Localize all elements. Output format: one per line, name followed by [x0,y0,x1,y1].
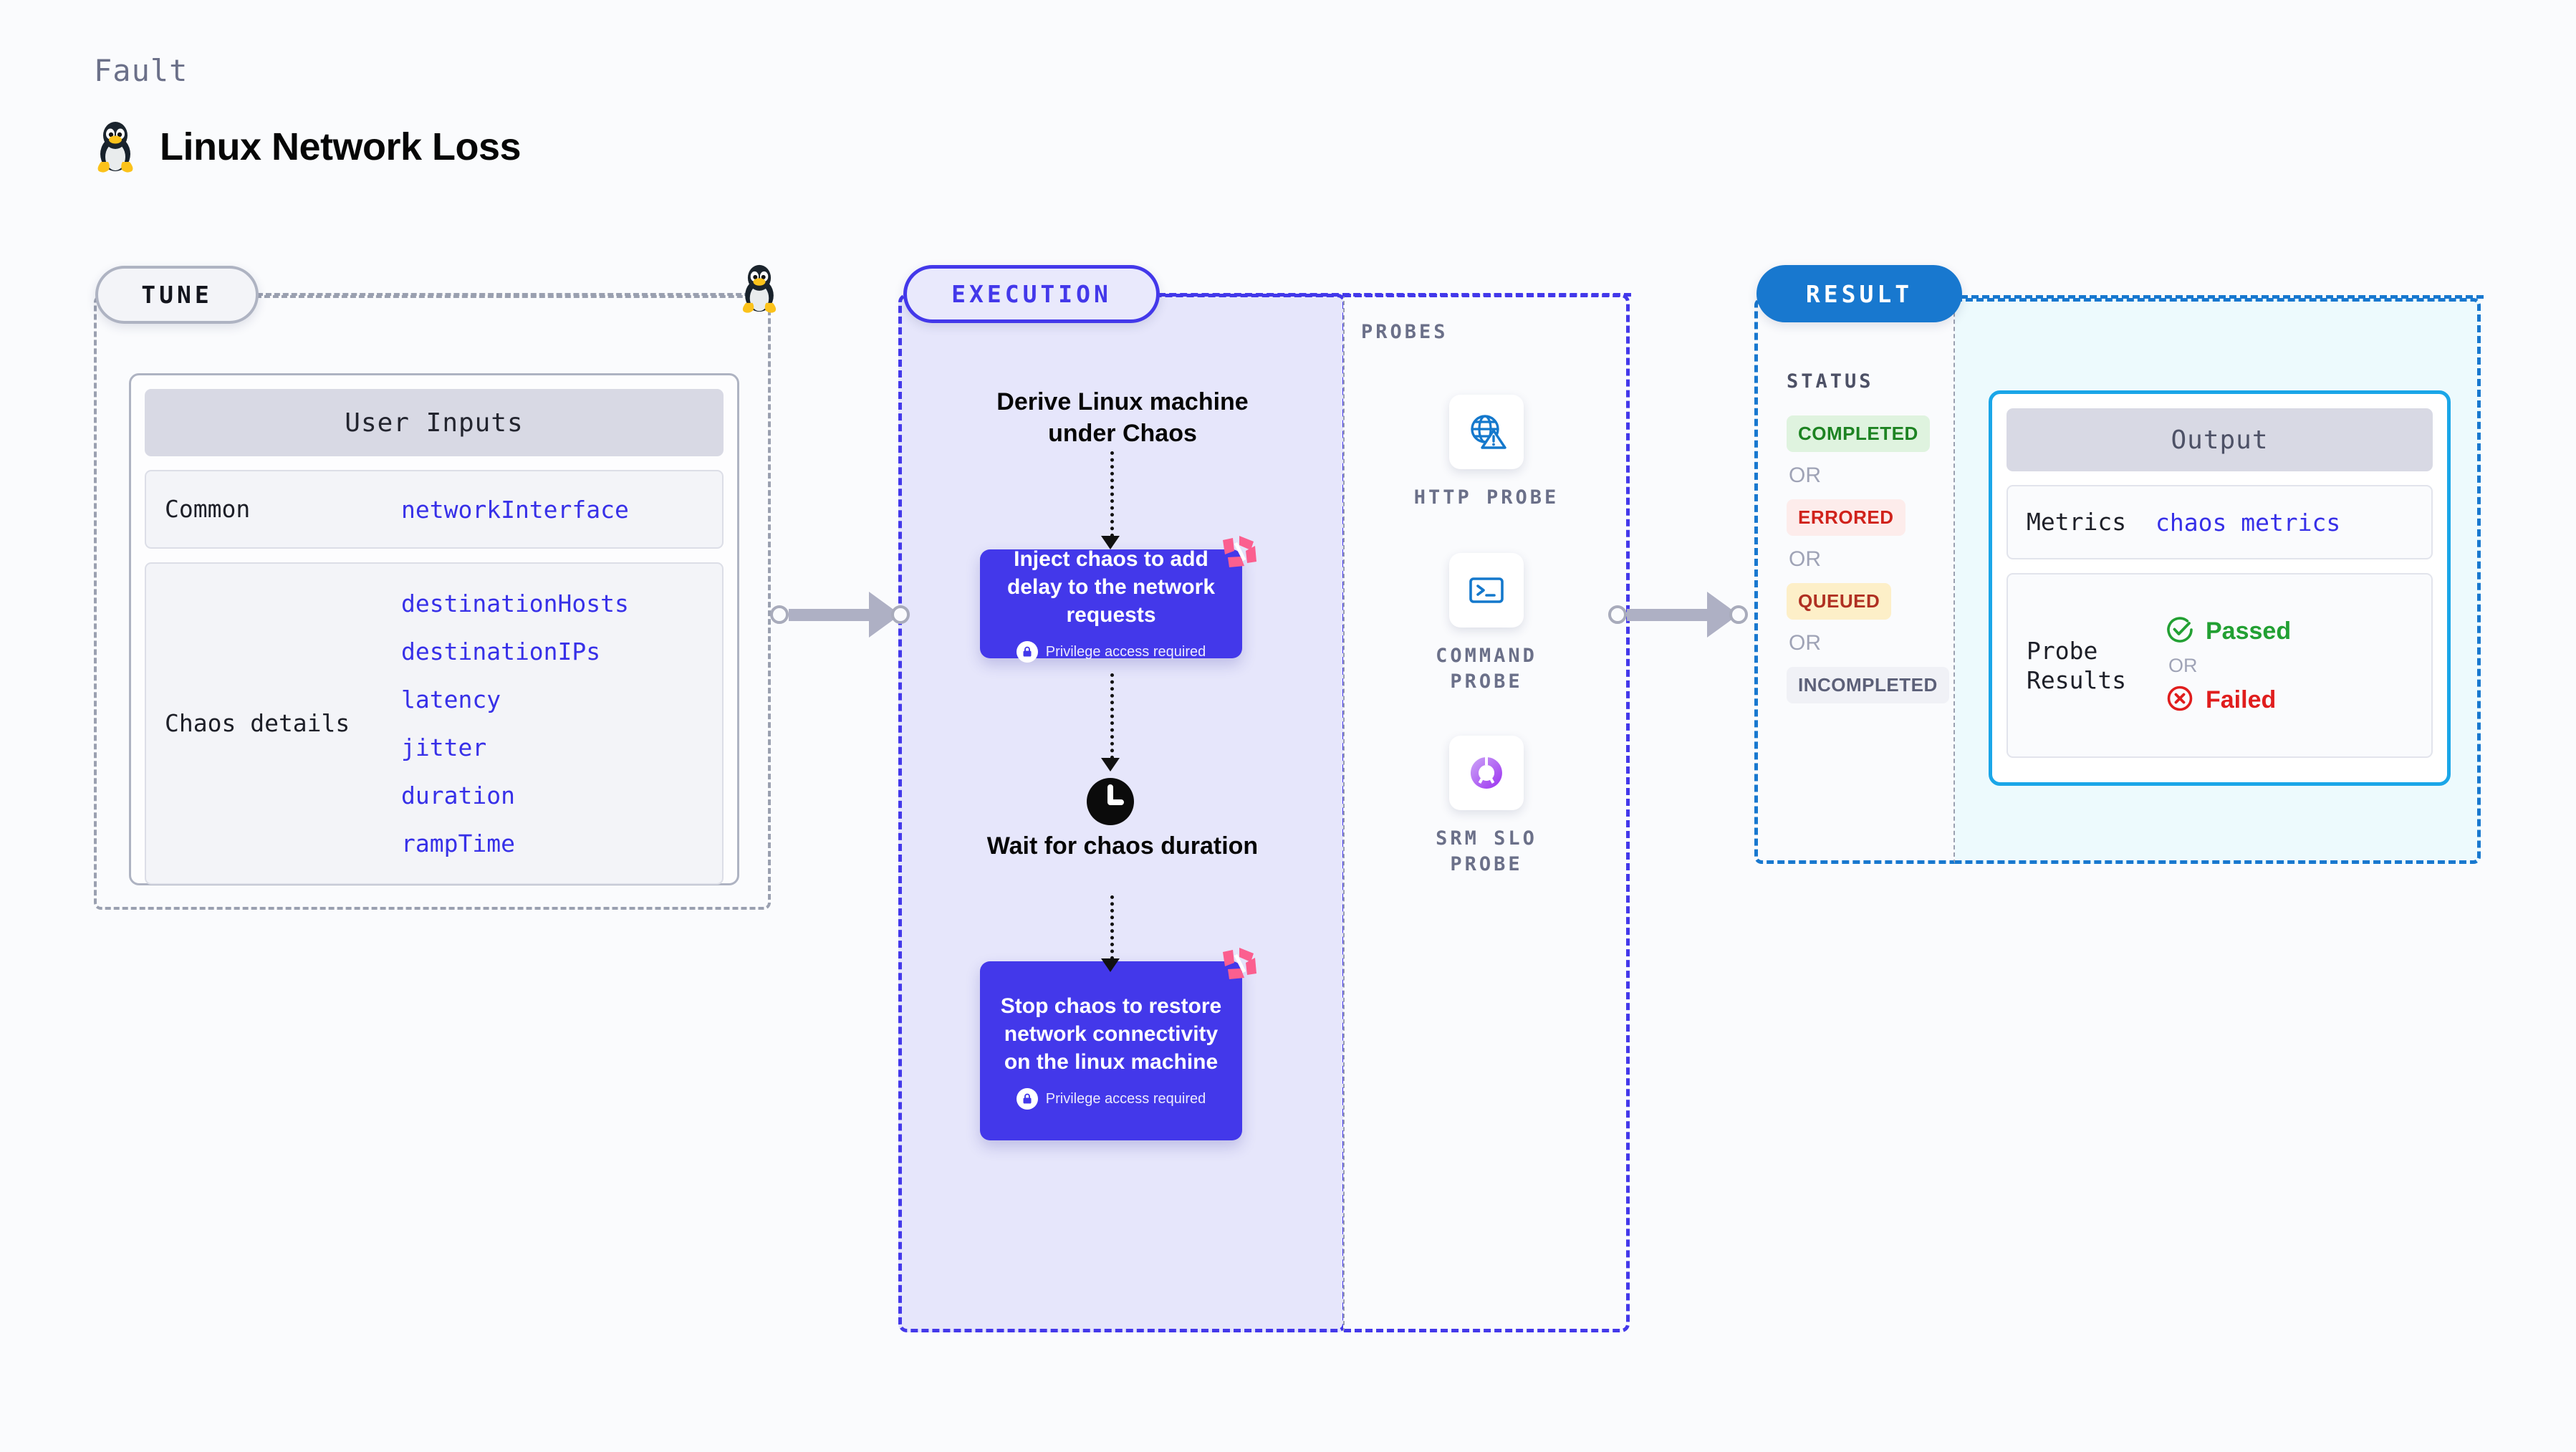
probe-label: SRM SLO PROBE [1436,827,1537,876]
probe-result-or-label: OR [2168,654,2198,676]
flow-arrow-head [1101,758,1120,771]
output-row-probe-results: Probe Results Passed OR [2007,573,2433,758]
page-title: Linux Network Loss [160,125,522,168]
linux-penguin-icon [94,120,137,173]
tune-value[interactable]: rampTime [401,830,515,857]
output-card: Output Metrics chaos metrics Probe Resul… [1989,390,2451,786]
flow-arrow-head [1101,536,1120,549]
probe-result-options: Passed OR Failed [2156,615,2291,716]
terminal-icon [1449,553,1524,628]
connector-execution-to-result [1608,592,1748,638]
probe-http[interactable]: HTTP PROBE [1404,395,1569,511]
probe-result-passed: Passed [2166,615,2291,648]
probe-result-passed-label: Passed [2206,617,2292,645]
connector-bar [789,608,869,621]
privilege-note-text: Privilege access required [1045,643,1206,660]
execution-leader-line [1158,293,1631,297]
connector-dot [1608,605,1627,624]
srm-slo-donut-check-icon [1449,736,1524,810]
flow-arrow-line [1110,673,1114,759]
execution-step-heading: Derive Linux machine under Chaos [996,388,1249,447]
tune-row-common: Common networkInterface [145,470,724,549]
status-badge-errored: ERRORED [1787,499,1905,536]
chaos-mesh-icon [1221,533,1258,574]
output-row-key: Probe Results [2027,636,2127,694]
lock-icon [1016,1088,1038,1110]
tune-row-key: Chaos details [165,709,350,738]
tune-value[interactable]: duration [401,782,515,809]
execution-node-stop-chaos[interactable]: Stop chaos to restore network connectivi… [980,948,1256,1140]
status-badge-completed: COMPLETED [1787,415,1930,452]
result-pill[interactable]: RESULT [1756,265,1962,322]
output-row-key: Metrics [2027,508,2127,537]
tune-pill[interactable]: TUNE [95,266,259,324]
check-circle-icon [2166,615,2194,648]
flow-arrow-line [1110,895,1114,960]
tune-value[interactable]: destinationHosts [401,590,629,617]
user-inputs-card: User Inputs Common networkInterface Chao… [129,373,739,885]
tune-leader-line [257,293,759,296]
status-badge-incompleted: INCOMPLETED [1787,667,1949,703]
probe-srm-slo[interactable]: SRM SLO PROBE [1404,736,1569,878]
flow-arrow-line [1110,451,1114,537]
tune-panel [94,295,771,910]
connector-dot [770,605,789,624]
output-title: Output [2007,408,2433,471]
linux-penguin-icon [737,264,782,317]
tune-row-values: networkInterface [401,496,629,524]
probes-title: PROBES [1361,321,1448,343]
flow-arrow-head [1101,958,1120,972]
lock-icon [1016,641,1038,663]
execution-node-inject-chaos[interactable]: Inject chaos to add delay to the network… [980,536,1256,663]
x-circle-icon [2166,684,2194,716]
privilege-note: Privilege access required [1016,1088,1206,1110]
tune-value[interactable]: destinationIPs [401,638,601,665]
output-row-metrics: Metrics chaos metrics [2007,485,2433,559]
probe-result-failed: Failed [2166,684,2291,716]
node-title: Inject chaos to add delay to the network… [1006,547,1216,627]
privilege-note: Privilege access required [1016,641,1206,663]
status-title: STATUS [1787,370,1874,393]
globe-warning-icon [1449,395,1524,469]
probe-result-failed-label: Failed [2206,686,2277,713]
connector-dot [1729,605,1748,624]
status-badge-queued: QUEUED [1787,583,1892,620]
connector-bar [1627,608,1707,621]
status-or-label: OR [1789,547,1821,571]
status-list: COMPLETED OR ERRORED OR QUEUED OR INCOMP… [1787,415,1949,703]
privilege-note-text: Privilege access required [1045,1090,1206,1107]
connector-dot [891,605,910,624]
tune-row-chaos-details: Chaos details destinationHosts destinati… [145,562,724,885]
status-or-label: OR [1789,463,1821,487]
status-or-label: OR [1789,631,1821,655]
probe-label: COMMAND PROBE [1436,645,1537,693]
fault-title-row: Linux Network Loss [94,120,522,173]
tune-value[interactable]: latency [401,686,501,713]
result-leader-line [1961,295,2484,299]
connector-tune-to-execution [770,592,910,638]
chaos-mesh-icon [1221,945,1258,986]
output-row-value[interactable]: chaos metrics [2156,508,2341,537]
tune-value[interactable]: jitter [401,734,487,761]
clock-icon [1084,775,1137,832]
probe-label: HTTP PROBE [1413,486,1559,509]
user-inputs-title: User Inputs [145,389,724,456]
tune-row-key: Common [165,495,251,524]
fault-eyebrow-label: Fault [94,53,188,88]
execution-step-heading: Wait for chaos duration [986,832,1259,860]
tune-row-values: destinationHosts destinationIPs latency … [401,590,629,857]
tune-value[interactable]: networkInterface [401,495,629,524]
probe-command[interactable]: COMMAND PROBE [1404,553,1569,696]
execution-pill[interactable]: EXECUTION [903,265,1160,323]
node-title: Stop chaos to restore network connectivi… [1000,994,1222,1074]
